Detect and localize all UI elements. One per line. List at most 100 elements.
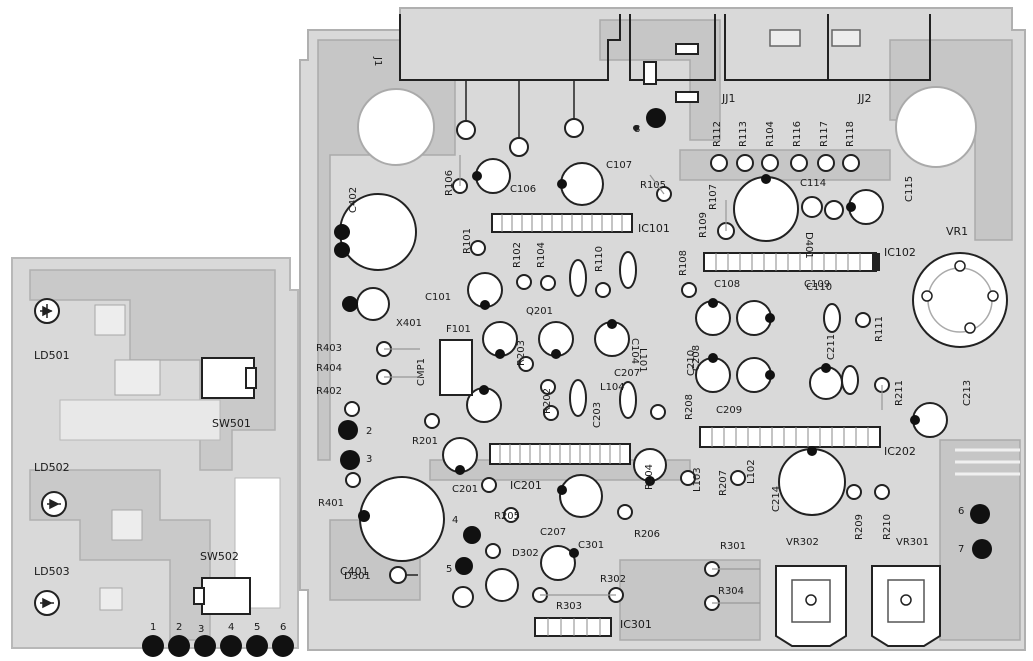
- label-r111: R111: [874, 316, 885, 342]
- label-j1: J1: [372, 56, 383, 66]
- label-c109: C109: [804, 279, 830, 290]
- capacitor-c106: [472, 158, 511, 194]
- diode-d301: [389, 566, 407, 584]
- capacitor-c111: [619, 251, 637, 289]
- label-r106: R106: [444, 170, 455, 196]
- label-x401: X401: [396, 318, 422, 329]
- label-ic201: IC201: [510, 479, 542, 492]
- capacitor-c103: [538, 321, 574, 359]
- capacitor-c205: [619, 381, 637, 419]
- label-ld503: LD503: [34, 565, 70, 578]
- label-pin4: 4: [228, 622, 234, 633]
- label-c210: C210: [686, 350, 697, 376]
- switch-sw502: [193, 577, 251, 615]
- capacitor-c301: [540, 545, 579, 581]
- label-r108: R108: [678, 250, 689, 276]
- label-r404: R404: [316, 363, 342, 374]
- label-r201: R201: [412, 436, 438, 447]
- jack-jj1: [629, 14, 716, 131]
- label-r210: R210: [882, 514, 893, 540]
- trimmer-vr302: [775, 565, 847, 647]
- label-l104: L104: [600, 382, 625, 393]
- capacitor-c204: [569, 379, 587, 417]
- label-r104: R104: [765, 121, 776, 147]
- label-r304: R304: [718, 586, 744, 597]
- label-f101: F101: [446, 324, 471, 335]
- label-c211: C211: [826, 334, 837, 360]
- capacitor-c209: [736, 357, 775, 393]
- label-c114: C114: [800, 178, 826, 189]
- label-vr301: VR301: [896, 537, 929, 548]
- led-ld503: [34, 590, 60, 616]
- label-ic202: IC202: [884, 445, 916, 458]
- ic-ic301: [534, 617, 612, 637]
- led-switch-board: [11, 257, 299, 649]
- capacitor-c102: [482, 321, 518, 359]
- header-pins-1-6: [142, 635, 294, 657]
- label-c214: C214: [771, 486, 782, 512]
- capacitor-c101: [467, 272, 503, 310]
- label-c108: C108: [714, 279, 740, 290]
- label-pin4-main: 4: [452, 515, 458, 526]
- label-r104b: R104: [536, 242, 547, 268]
- label-c106: C106: [510, 184, 536, 195]
- ic-ic102: [703, 252, 877, 272]
- label-r303: R303: [556, 601, 582, 612]
- label-r202: R202: [542, 388, 553, 414]
- label-pin3-main: 3: [366, 454, 372, 465]
- label-pin5-main: 5: [446, 564, 452, 575]
- capacitor-c402: [334, 193, 417, 271]
- capacitor-c214: [778, 446, 846, 516]
- label-pin6: 6: [280, 622, 286, 633]
- label-d301: D301: [344, 571, 371, 582]
- label-r107: R107: [708, 184, 719, 210]
- label-r301: R301: [720, 541, 746, 552]
- connector-j1: [399, 14, 621, 157]
- label-c208: C208: [691, 345, 702, 371]
- potentiometer-vr1: [912, 252, 1008, 348]
- label-r109: R109: [698, 212, 709, 238]
- label-pin2-main: 2: [366, 426, 372, 437]
- label-c209: C209: [716, 405, 742, 416]
- label-c203: C203: [592, 402, 603, 428]
- label-r207: R207: [718, 470, 729, 496]
- capacitor-c105: [569, 259, 587, 297]
- label-ld501: LD501: [34, 349, 70, 362]
- label-ic101: IC101: [638, 222, 670, 235]
- label-cmp1: CMP1: [416, 358, 427, 386]
- label-r403: R403: [316, 343, 342, 354]
- label-d302: D302: [512, 548, 539, 559]
- label-sw502: SW502: [200, 550, 239, 563]
- label-c207b: C207: [614, 368, 640, 379]
- label-r209: R209: [854, 514, 865, 540]
- label-jj1: JJ1: [721, 92, 736, 105]
- label-c213: C213: [962, 380, 973, 406]
- capacitor-c115: [846, 189, 884, 225]
- label-r211: R211: [894, 380, 905, 406]
- label-pin1: 1: [150, 622, 156, 633]
- label-ic301: IC301: [620, 618, 652, 631]
- label-q201: Q201: [526, 306, 553, 317]
- label-c110: C110: [806, 282, 832, 293]
- capacitor-c212: [841, 365, 859, 395]
- capacitor-c112: [823, 303, 841, 333]
- label-r118: R118: [845, 121, 856, 147]
- label-c301: C301: [578, 540, 604, 551]
- switch-sw501: [201, 357, 257, 399]
- label-c401: C401: [340, 565, 369, 578]
- capacitor-c210: [633, 448, 667, 486]
- capacitor-c108: [695, 298, 731, 336]
- capacitor-c104: [594, 319, 630, 357]
- label-r101: R101: [462, 228, 473, 254]
- led-ld502: [41, 491, 67, 517]
- capacitor-misc-left: [342, 287, 390, 321]
- label-sw501: SW501: [212, 417, 251, 430]
- mounting-hole-right: [895, 86, 977, 168]
- label-r103: R110: [594, 246, 605, 272]
- label-l103: L103: [692, 467, 703, 492]
- capacitor-c208: [695, 353, 731, 393]
- label-c207: C207: [540, 527, 566, 538]
- trace-lines: [384, 155, 883, 604]
- label-vr302: VR302: [786, 537, 819, 548]
